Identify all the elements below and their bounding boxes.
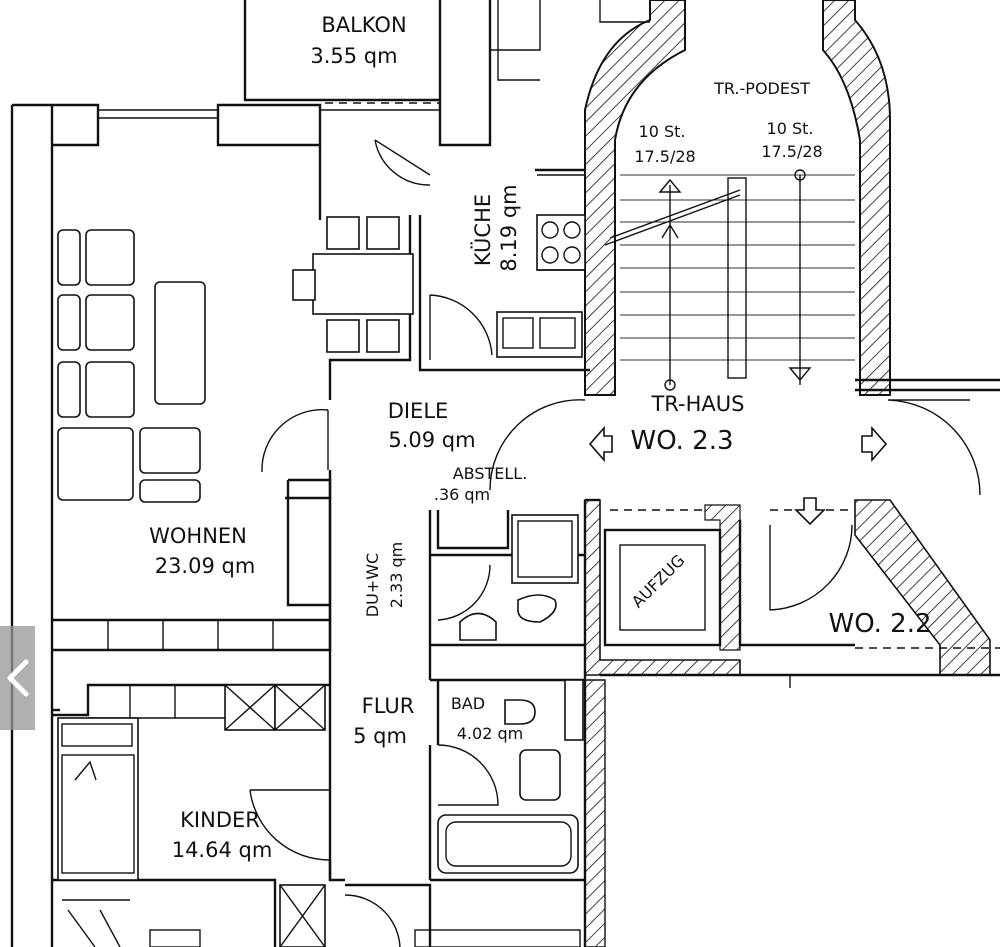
du-wc-name: DU+WC (363, 553, 382, 617)
stairs-right-ratio: 17.5/28 (761, 142, 822, 161)
staircase (604, 169, 855, 391)
wohnen-name: WOHNEN (149, 524, 247, 548)
balkon-area: 3.55 qm (310, 44, 397, 68)
kueche-name: KÜCHE (470, 194, 495, 266)
wohnen-area: 23.09 qm (155, 554, 256, 578)
room-labels: BALKON 3.55 qm TR.-PODEST 10 St. 17.5/28… (149, 13, 931, 862)
stairs-right-steps: 10 St. (767, 119, 814, 138)
kinder-name: KINDER (180, 808, 260, 832)
podest-name: TR.-PODEST (713, 79, 810, 98)
balkon-name: BALKON (321, 13, 406, 37)
diele-area: 5.09 qm (388, 428, 475, 452)
bad-area: 4.02 qm (457, 724, 523, 743)
elevator-shaft (603, 528, 722, 647)
wohnung-22-name: WO. 2.2 (829, 609, 932, 639)
entrance-arrows (588, 425, 888, 526)
doors (249, 139, 981, 947)
walls (10, 0, 1000, 947)
chevron-left-icon (7, 659, 28, 697)
du-wc-area: 2.33 qm (387, 542, 406, 608)
treppenhaus-name: TR-HAUS (650, 392, 744, 416)
kinder-area: 14.64 qm (172, 838, 273, 862)
abstell-name: ABSTELL. (453, 464, 528, 483)
flur-area: 5 qm (353, 724, 407, 748)
kueche-area: 8.19 qm (497, 184, 521, 271)
diele-name: DIELE (388, 399, 449, 423)
back-button[interactable] (0, 626, 35, 730)
bad-name: BAD (451, 694, 485, 713)
furniture (57, 174, 586, 947)
flur-name: FLUR (362, 694, 415, 718)
stairs-left-ratio: 17.5/28 (634, 147, 695, 166)
wohnung-23-name: WO. 2.3 (631, 426, 734, 456)
abstell-area: .36 qm (434, 485, 490, 504)
stair-tower-walls (584, 0, 991, 947)
aufzug-name: AUFZUG (628, 551, 689, 612)
stairs-left-steps: 10 St. (639, 122, 686, 141)
